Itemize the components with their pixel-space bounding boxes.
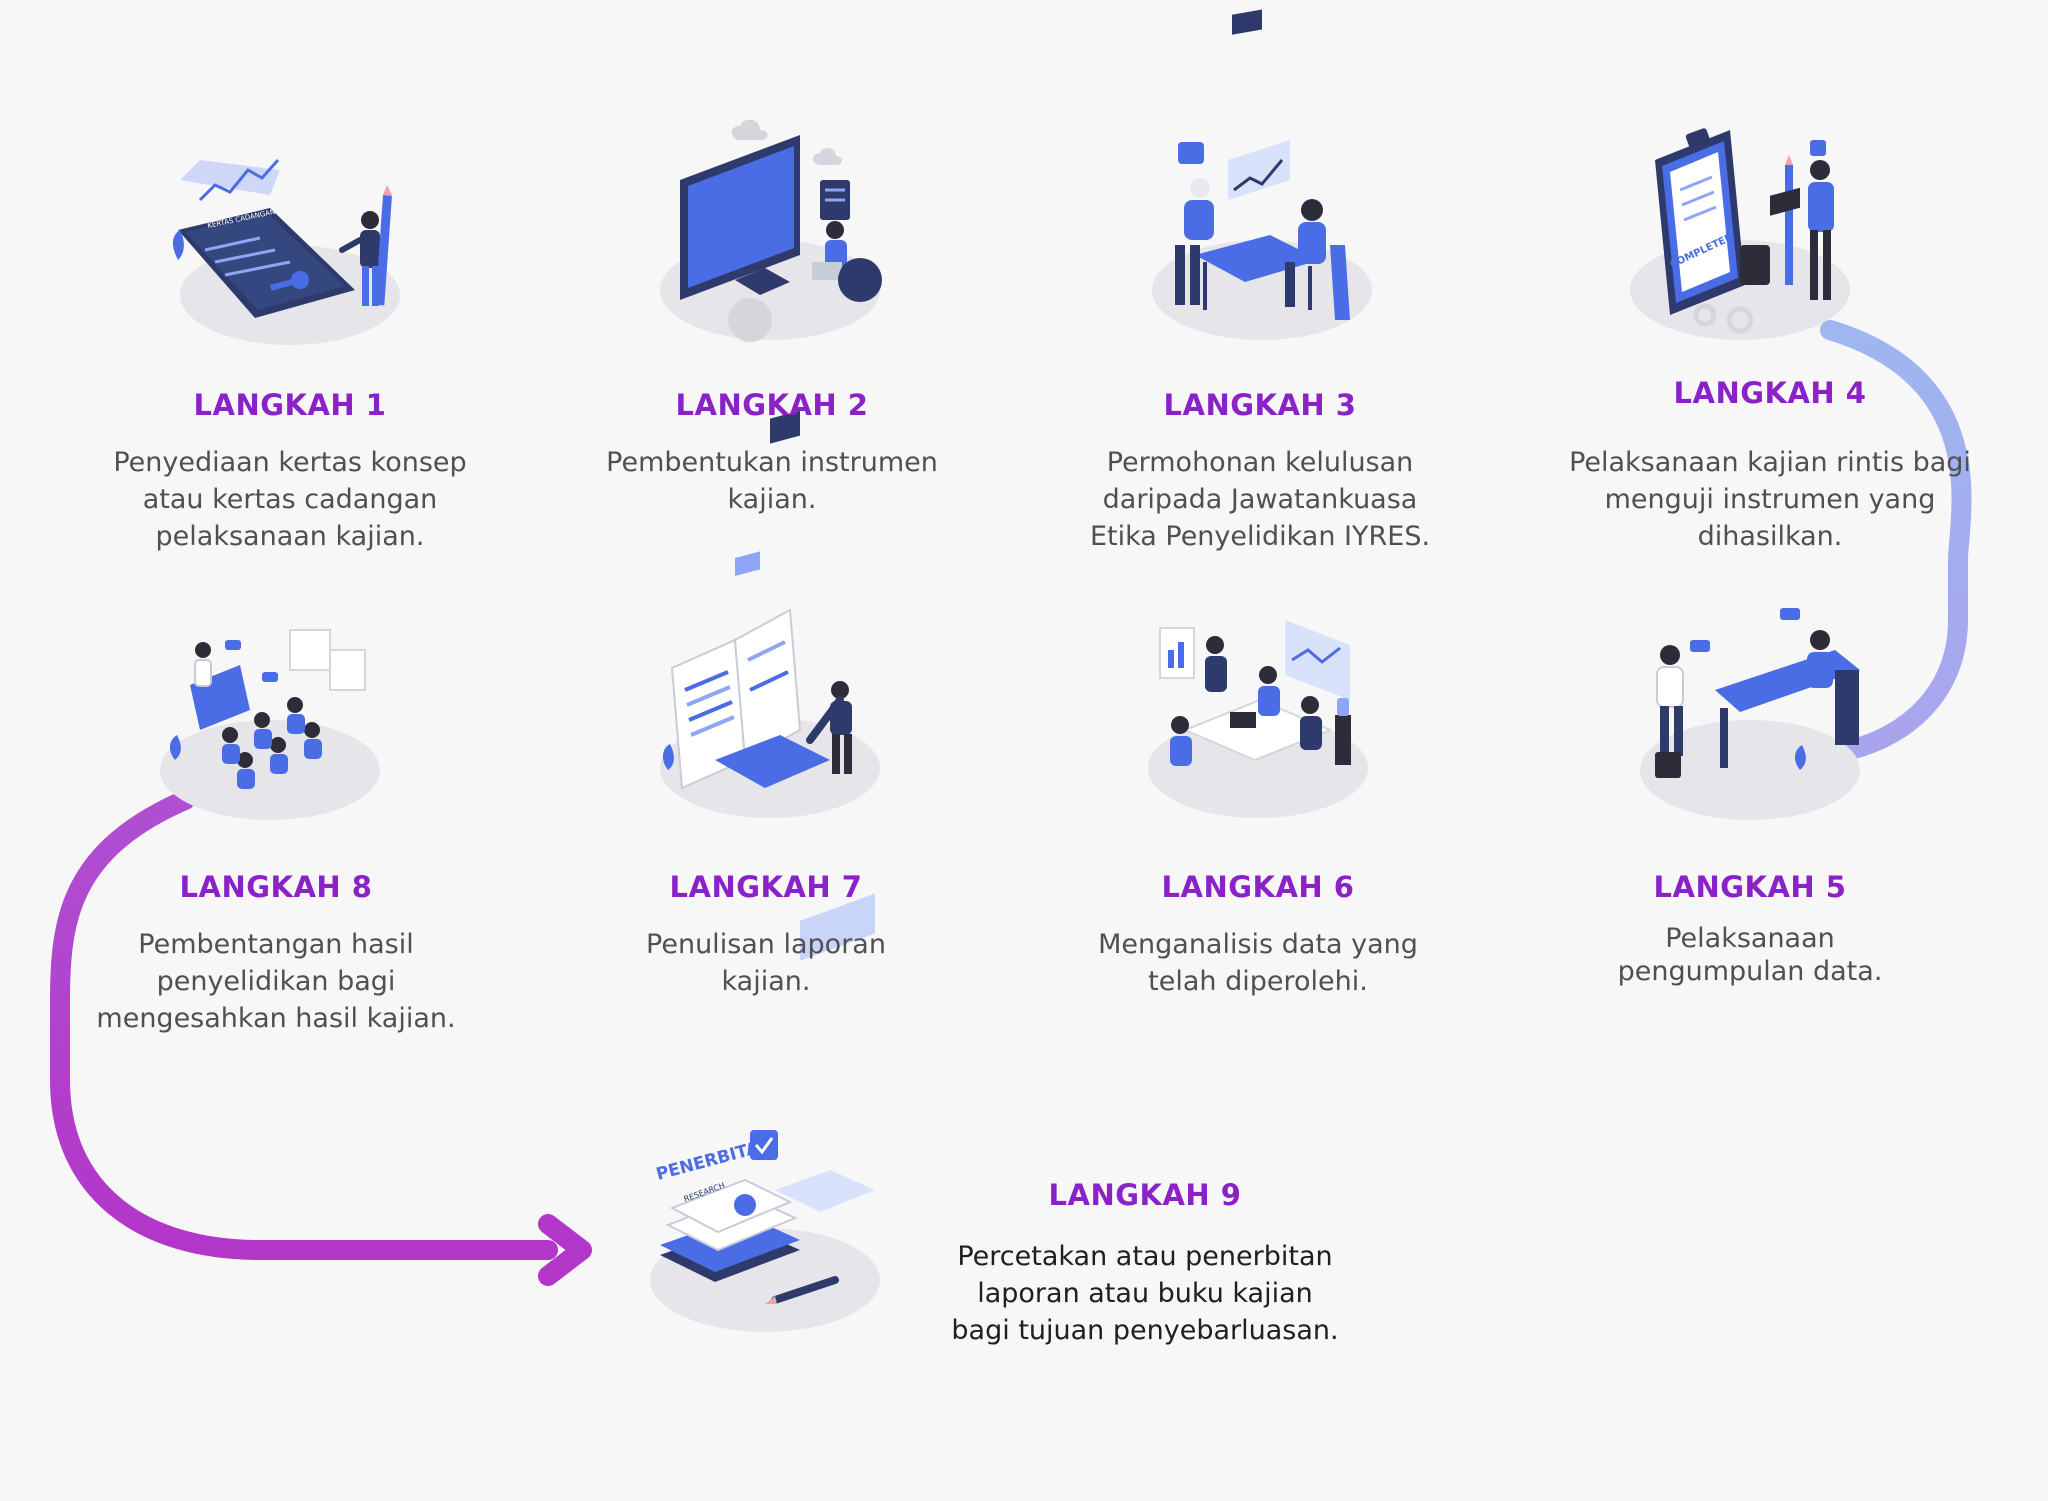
step-3: LANGKAH 3 Permohonan kelulusan daripada …: [1060, 388, 1460, 555]
step-5-title: LANGKAH 5: [1653, 870, 1847, 904]
interview-illustration: [1640, 187, 1860, 820]
step-3-title: LANGKAH 3: [1163, 388, 1357, 422]
step-2: LANGKAH 2 Pembentukan instrumen kajian.: [572, 388, 972, 518]
ethics-meeting-illustration: [1152, 9, 1372, 340]
flow-connector: [50, 288, 1972, 1260]
flow-arrowhead: [538, 1214, 592, 1286]
instrument-design-illustration: [660, 119, 882, 342]
clipboard-checklist-illustration: COMPLETED: [1630, 128, 1850, 340]
step-6-desc: Menganalisis data yang telah diperolehi.: [1098, 929, 1418, 997]
step-1: LANGKAH 1 Penyediaan kertas konsep atau …: [90, 388, 490, 555]
step-1-title: LANGKAH 1: [193, 388, 387, 422]
step-6-title: LANGKAH 6: [1161, 870, 1355, 904]
step-8-desc: Pembentangan hasil penyelidikan bagi men…: [96, 929, 456, 1034]
step-9-title: LANGKAH 9: [1048, 1178, 1242, 1212]
step-8-title: LANGKAH 8: [179, 870, 373, 904]
data-analysis-illustration: [1148, 620, 1368, 818]
step-4-desc: Pelaksanaan kajian rintis bagi menguji i…: [1569, 447, 1971, 552]
step-7-title: LANGKAH 7: [669, 870, 863, 904]
step-2-desc: Pembentukan instrumen kajian.: [606, 447, 938, 515]
presentation-illustration: [160, 629, 380, 820]
step-4-title: LANGKAH 4: [1673, 376, 1867, 410]
step-5-desc: Pelaksanaan pengumpulan data.: [1617, 923, 1883, 987]
step-5: LANGKAH 5 Pelaksanaan pengumpulan data.: [1550, 870, 1950, 988]
step-3-desc: Permohonan kelulusan daripada Jawatankua…: [1089, 447, 1431, 552]
step-8: LANGKAH 8 Pembentangan hasil penyelidika…: [76, 870, 476, 1037]
step-4: LANGKAH 4 Pelaksanaan kajian rintis bagi…: [1540, 376, 2000, 555]
step-9: LANGKAH 9 Percetakan atau penerbitan lap…: [920, 1178, 1370, 1349]
step-9-desc: Percetakan atau penerbitan laporan atau …: [951, 1241, 1339, 1346]
report-writing-illustration: [660, 410, 880, 818]
concept-paper-illustration: KERTAS CADANGAN: [172, 159, 400, 345]
step-6: LANGKAH 6 Menganalisis data yang telah d…: [1058, 870, 1458, 1000]
step-1-desc: Penyediaan kertas konsep atau kertas cad…: [113, 447, 467, 552]
step-7: LANGKAH 7 Penulisan laporan kajian.: [566, 870, 966, 1000]
step-2-title: LANGKAH 2: [675, 388, 869, 422]
step-7-desc: Penulisan laporan kajian.: [646, 929, 886, 997]
